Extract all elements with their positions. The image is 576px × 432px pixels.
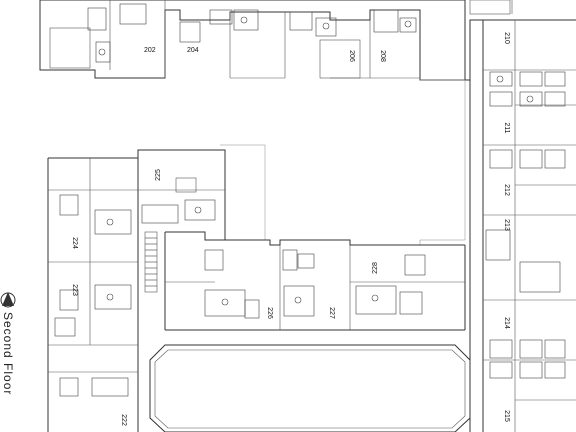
unit-label-211: 211 [503,122,510,133]
unit-label-214: 214 [503,317,510,329]
unit-label-223: 223 [71,284,78,296]
unit-label-215: 215 [503,410,510,422]
unit-label-206: 206 [348,50,355,62]
unit-label-202: 202 [144,47,156,54]
courtyard [220,79,466,245]
unit-label-227: 227 [328,307,335,319]
north-arrow-icon [0,292,16,308]
unit-label-222: 222 [120,414,127,426]
central-block [164,231,466,331]
unit-label-224: 224 [71,237,78,249]
right-wing [465,19,576,432]
unit-label-226: 226 [266,307,273,319]
unit-label-204: 204 [187,47,199,54]
unit-label-225: 225 [155,169,162,181]
unit-label-210: 210 [503,32,510,44]
stair-icon [144,231,158,293]
unit-label-212: 212 [503,184,510,196]
courtyard-planter [149,344,471,432]
left-wing [47,149,226,432]
top-wing [39,0,513,81]
unit-label-228: 228 [372,262,379,274]
unit-label-208: 208 [379,50,386,62]
floor-title: Second Floor [1,312,15,395]
unit-label-213: 213 [503,219,510,231]
